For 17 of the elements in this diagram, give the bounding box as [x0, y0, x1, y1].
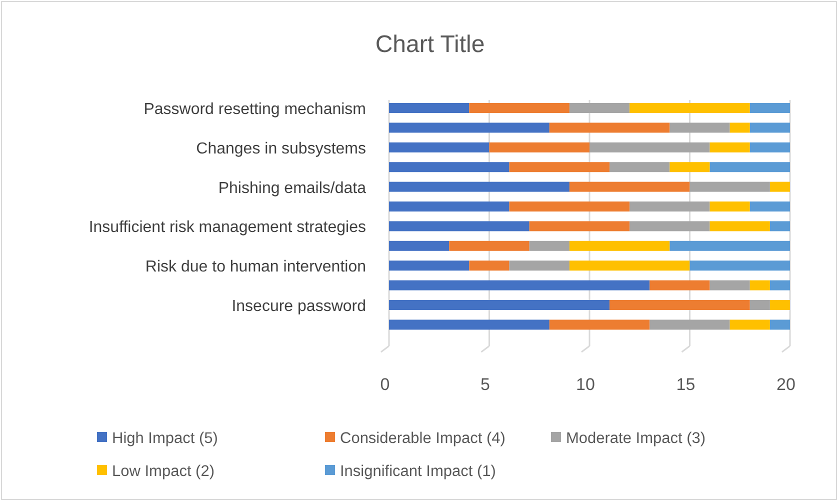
category-label: Insufficient risk management strategies — [88, 219, 366, 236]
tick-label: 10 — [576, 375, 595, 394]
tick-label: 5 — [480, 375, 490, 394]
chart-title: Chart Title — [375, 31, 485, 58]
legend-label: Low Impact (2) — [112, 463, 215, 480]
legend-label: Moderate Impact (3) — [566, 430, 706, 447]
tick-label: 0 — [380, 375, 390, 394]
legend-label: Insignificant Impact (1) — [340, 463, 496, 480]
tick-label: 20 — [776, 375, 796, 394]
category-label: Phishing emails/data — [218, 180, 366, 197]
legend-label: High Impact (5) — [112, 430, 218, 447]
legend-label: Considerable Impact (4) — [340, 430, 506, 447]
category-label: Risk due to human intervention — [145, 258, 366, 276]
category-label: Password resetting mechanism — [144, 101, 366, 118]
category-label: Changes in subsystems — [196, 140, 366, 158]
tick-label: 15 — [676, 375, 696, 394]
category-label: Insecure password — [232, 298, 366, 315]
